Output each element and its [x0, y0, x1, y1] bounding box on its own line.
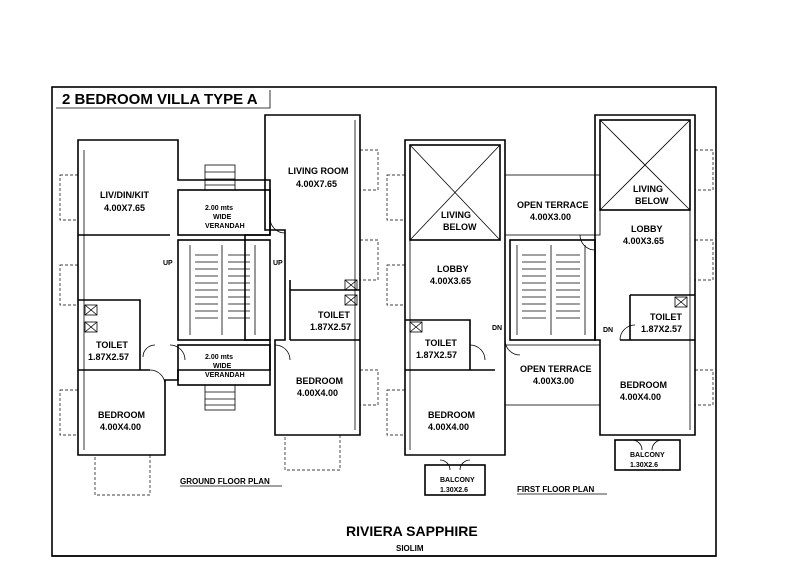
ground-door-swings — [142, 217, 291, 386]
ground-verandah-top-line1: 2.00 mts — [205, 205, 233, 212]
ground-floor-plan-label: GROUND FLOOR PLAN — [180, 477, 270, 486]
first-lobby-right-dim: 4.00X3.65 — [623, 236, 664, 246]
first-open-terrace-bottom-dim: 4.00X3.00 — [533, 376, 574, 386]
first-left-living-below — [409, 144, 501, 241]
ground-verandah-top-line2: WIDE — [213, 214, 232, 221]
first-living-below-left-line2: BELOW — [443, 222, 477, 232]
first-balcony-left-label: BALCONY — [440, 477, 475, 484]
first-left-toilet-walls — [405, 319, 495, 371]
ground-liv-din-kit-dim: 4.00X7.65 — [104, 203, 145, 213]
first-toilet-right-dim: 1.87X2.57 — [641, 324, 682, 334]
drawing-border — [51, 86, 717, 557]
first-right-living-below — [599, 119, 691, 211]
first-balcony-left — [424, 464, 486, 496]
first-toilet-right-label: TOILET — [650, 312, 682, 322]
ground-living-room-label: LIVING ROOM — [288, 166, 349, 176]
project-name: RIVIERA SAPPHIRE — [346, 523, 478, 539]
first-lobby-left-dim: 4.00X3.65 — [430, 276, 471, 286]
drawing-title: 2 BEDROOM VILLA TYPE A — [62, 91, 258, 108]
first-stair-block — [509, 239, 596, 341]
ground-floor-plan: LIV/DIN/KIT 4.00X7.65 LIVING ROOM 4.00X7… — [59, 114, 379, 496]
first-bedroom-left-dim: 4.00X4.00 — [428, 422, 469, 432]
first-floor-plan-label: FIRST FLOOR PLAN — [517, 485, 595, 494]
ground-right-unit-outline — [264, 114, 361, 436]
ground-left-unit-outline — [77, 139, 271, 456]
first-living-below-right-line2: BELOW — [635, 196, 669, 206]
first-balcony-right-label: BALCONY — [630, 452, 665, 459]
first-living-below-right-line1: LIVING — [633, 184, 663, 194]
first-toilet-left-dim: 1.87X2.57 — [416, 350, 457, 360]
ground-bedroom-left-label: BEDROOM — [98, 410, 145, 420]
first-bedroom-right-dim: 4.00X4.00 — [620, 392, 661, 402]
ground-left-toilet-walls — [78, 299, 150, 371]
first-dn-left: DN — [492, 325, 502, 332]
ground-stair-treads — [189, 245, 256, 335]
first-fixtures — [409, 296, 688, 333]
first-lobby-left-label: LOBBY — [437, 264, 469, 274]
ground-toilet-right-label: TOILET — [318, 310, 350, 320]
first-left-unit-outline — [404, 139, 506, 456]
ground-verandah-bottom-line2: WIDE — [213, 363, 232, 370]
ground-living-room-dim: 4.00X7.65 — [296, 179, 337, 189]
ground-bedroom-left-dim: 4.00X4.00 — [100, 422, 141, 432]
first-floor-plan: LIVING BELOW LIVING BELOW OPEN TERRACE 4… — [386, 114, 714, 496]
ground-up-left: UP — [163, 260, 173, 267]
project-location: SIOLIM — [396, 544, 424, 553]
ground-toilet-left-dim: 1.87X2.57 — [88, 352, 129, 362]
ground-verandah-bottom-line1: 2.00 mts — [205, 354, 233, 361]
ground-verandah-top-line3: VERANDAH — [205, 223, 245, 230]
first-bedroom-left-label: BEDROOM — [428, 410, 475, 420]
first-toilet-left-label: TOILET — [425, 338, 457, 348]
first-balcony-right — [614, 439, 681, 471]
ground-entrance-steps — [204, 164, 236, 411]
first-stair-treads — [516, 245, 586, 335]
first-open-terrace-top-label: OPEN TERRACE — [517, 200, 589, 210]
ground-window-projections — [59, 149, 379, 496]
ground-bedroom-right-label: BEDROOM — [296, 376, 343, 386]
first-living-below-left-line1: LIVING — [441, 210, 471, 220]
first-window-projections — [386, 149, 714, 436]
ground-fixtures — [84, 279, 358, 333]
first-open-terrace-top-dim: 4.00X3.00 — [530, 212, 571, 222]
ground-liv-din-kit-label: LIV/DIN/KIT — [100, 190, 150, 200]
first-right-toilet-walls — [620, 294, 695, 341]
ground-verandah-bottom-line3: VERANDAH — [205, 372, 245, 379]
ground-bedroom-right-dim: 4.00X4.00 — [297, 388, 338, 398]
title-underline — [56, 90, 271, 109]
first-bedroom-right-label: BEDROOM — [620, 380, 667, 390]
first-open-terrace-bottom-area — [504, 344, 601, 406]
ground-stair-block — [177, 239, 271, 341]
first-balcony-right-dim: 1.30X2.6 — [630, 462, 658, 469]
ground-toilet-left-label: TOILET — [96, 340, 128, 350]
first-balcony-left-dim: 1.30X2.6 — [440, 487, 468, 494]
first-open-terrace-bottom-label: OPEN TERRACE — [520, 364, 592, 374]
first-door-swings — [439, 234, 663, 471]
first-dn-right: DN — [603, 327, 613, 334]
ground-up-right: UP — [273, 260, 283, 267]
first-lobby-right-label: LOBBY — [631, 224, 663, 234]
ground-toilet-right-dim: 1.87X2.57 — [310, 322, 351, 332]
